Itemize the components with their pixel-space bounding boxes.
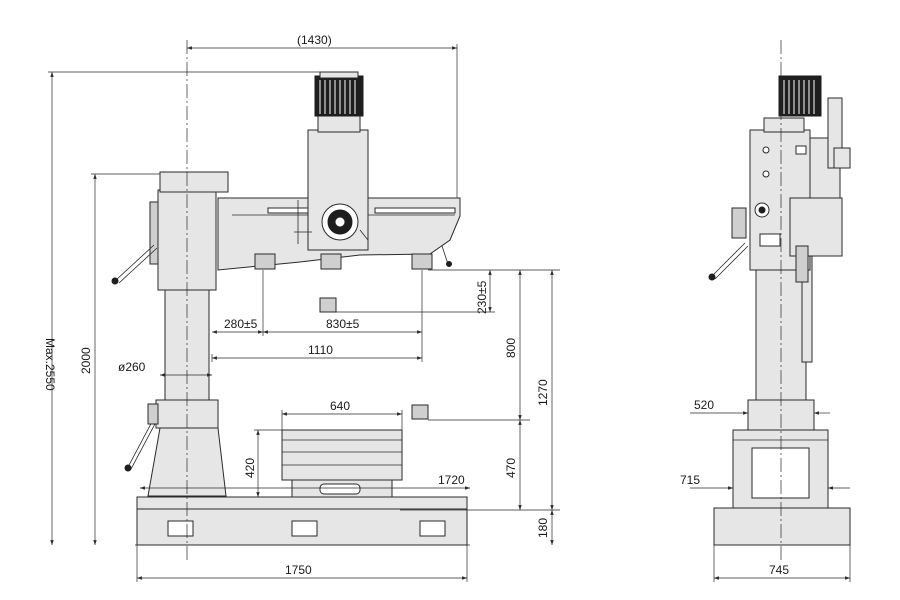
front-dimensions [48,44,560,582]
side-view: 520 715 745 [680,40,851,582]
dim-2000: 2000 [79,347,93,374]
dim-830: 830±5 [326,317,360,331]
worktable [281,429,403,498]
dim-1110: 1110 [308,343,333,357]
dim-800: 800 [504,338,518,358]
side-dimensions [690,411,851,582]
column [111,171,229,497]
base [136,496,468,546]
drilling-head [294,71,369,251]
dim-1750: 1750 [285,563,312,577]
dim-max-height: Max.2550 [43,338,57,391]
dim-180: 180 [536,518,550,538]
dim-1720: 1720 [438,473,465,487]
dim-280: 280±5 [224,317,258,331]
dim-520: 520 [694,398,714,412]
dim-715: 715 [680,473,700,487]
front-view: (1430) Max.2550 2000 1270 800 470 180 42… [43,33,560,582]
dim-420: 420 [243,458,257,478]
dim-745: 745 [769,563,789,577]
spindle-positions [319,297,429,420]
dim-470: 470 [504,458,518,478]
dim-640: 640 [330,399,350,413]
dim-1270: 1270 [536,379,550,406]
dim-arm-span: (1430) [297,33,332,47]
side-base [713,399,851,546]
dim-column-dia: ø260 [118,360,146,374]
dim-230: 230±5 [475,280,489,314]
side-head [708,75,851,283]
